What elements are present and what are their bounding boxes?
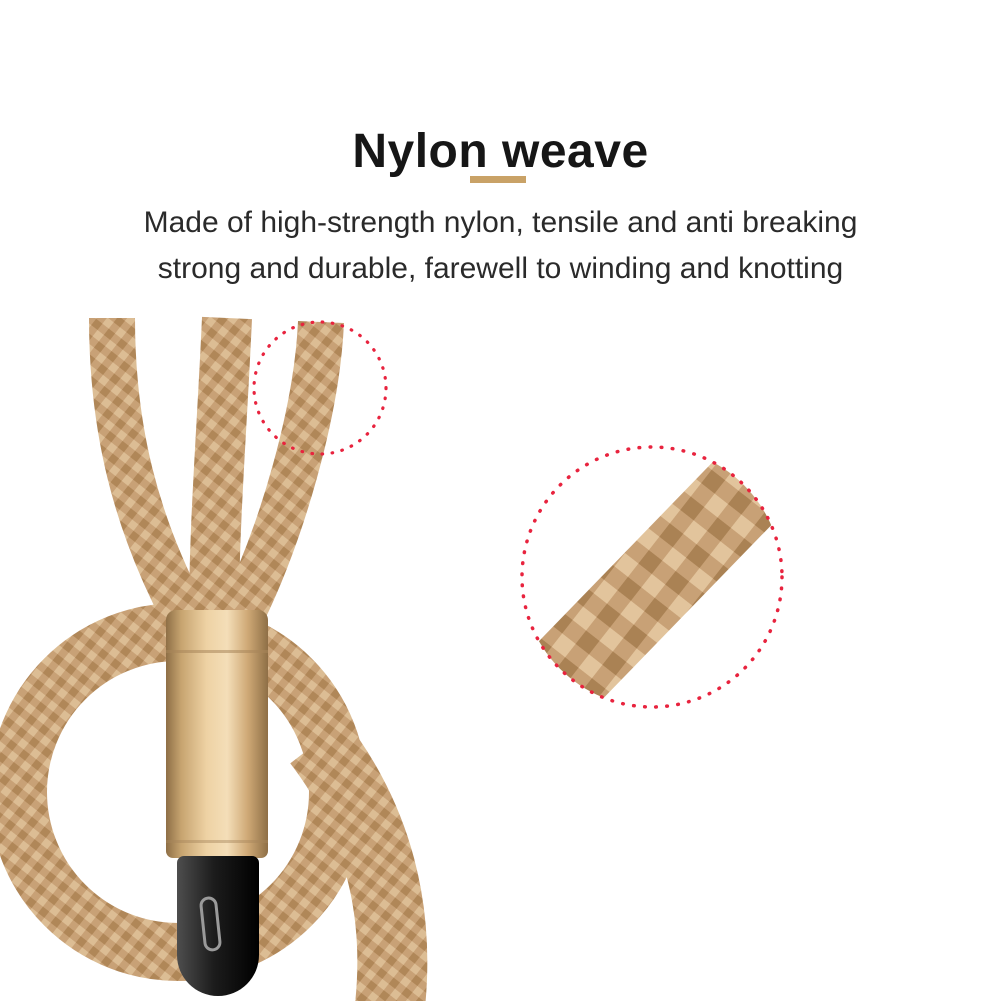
page-title: Nylon weave <box>352 125 649 179</box>
connector-tip <box>177 856 259 996</box>
product-description: Made of high-strength nylon, tensile and… <box>0 200 1001 292</box>
highlight-circle <box>252 320 388 456</box>
cable-strands <box>89 316 344 625</box>
description-line-2: strong and durable, farewell to winding … <box>157 252 844 285</box>
title-accent-bar <box>470 176 526 183</box>
cable-tail <box>289 720 428 1001</box>
zoom-detail-circle <box>520 445 784 709</box>
cable-junction <box>166 610 268 858</box>
description-line-1: Made of high-strength nylon, tensile and… <box>143 206 858 239</box>
port-opening <box>199 896 222 952</box>
